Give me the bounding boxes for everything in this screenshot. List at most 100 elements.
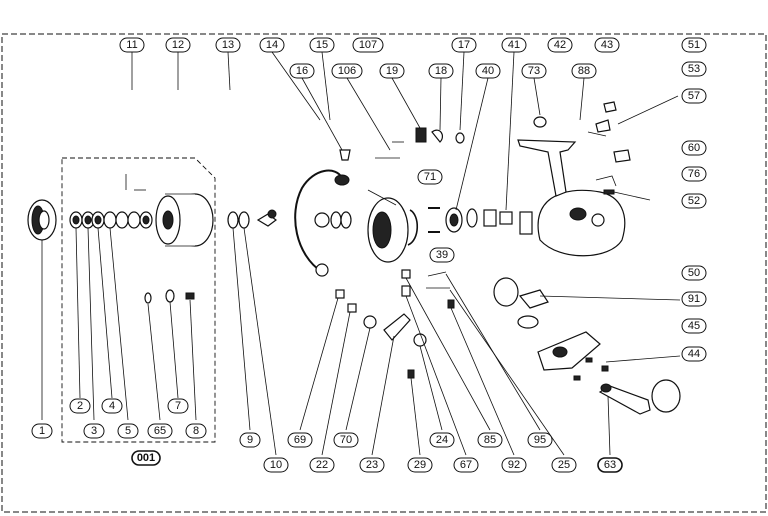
part-label[interactable]: 29	[407, 457, 433, 473]
part-label[interactable]: 3	[83, 423, 105, 439]
small-screws-part	[144, 289, 195, 304]
part-label[interactable]: 92	[501, 457, 527, 473]
part-label[interactable]: 2	[69, 398, 91, 414]
part-label[interactable]: 88	[571, 63, 597, 79]
svg-text:4: 4	[109, 400, 115, 412]
shaft-parts	[256, 209, 277, 227]
svg-text:44: 44	[688, 348, 700, 360]
part-label[interactable]: 69	[287, 432, 313, 448]
svg-text:1: 1	[39, 425, 45, 437]
part-label[interactable]: 39	[429, 247, 455, 263]
part-label[interactable]: 14	[259, 37, 285, 53]
part-label[interactable]: 45	[681, 318, 707, 334]
svg-text:51: 51	[688, 39, 700, 51]
svg-text:9: 9	[247, 434, 253, 446]
part-label[interactable]: 22	[309, 457, 335, 473]
part-label[interactable]: 76	[681, 166, 707, 182]
part-label[interactable]: 43	[594, 37, 620, 53]
gear-parts	[493, 277, 549, 329]
svg-text:5: 5	[125, 425, 131, 437]
svg-text:29: 29	[414, 459, 426, 471]
part-label[interactable]: 51	[681, 37, 707, 53]
part-label[interactable]: 63	[597, 457, 623, 473]
part-label[interactable]: 11	[119, 37, 145, 53]
part-label[interactable]: 13	[215, 37, 241, 53]
part-label[interactable]: 67	[453, 457, 479, 473]
svg-text:41: 41	[508, 39, 520, 51]
part-label[interactable]: 60	[681, 140, 707, 156]
part-label[interactable]: 1	[31, 423, 53, 439]
group-label[interactable]: 001	[131, 450, 161, 466]
part-label[interactable]: 70	[333, 432, 359, 448]
part-label[interactable]: 71	[417, 169, 443, 185]
svg-text:15: 15	[316, 39, 328, 51]
svg-text:18: 18	[435, 65, 447, 77]
part-label[interactable]: 42	[547, 37, 573, 53]
part-label[interactable]: 19	[379, 63, 405, 79]
part-label[interactable]: 7	[167, 398, 189, 414]
part-label[interactable]: 23	[359, 457, 385, 473]
part-label[interactable]: 41	[501, 37, 527, 53]
svg-text:95: 95	[534, 434, 546, 446]
handle-part	[598, 379, 681, 415]
drag-knob-part	[27, 199, 57, 241]
svg-text:10: 10	[270, 459, 282, 471]
washer-part	[227, 211, 239, 229]
svg-text:23: 23	[366, 459, 378, 471]
svg-text:85: 85	[484, 434, 496, 446]
part-label[interactable]: 50	[681, 265, 707, 281]
right-small-parts	[533, 101, 631, 195]
part-label[interactable]: 85	[477, 432, 503, 448]
svg-text:3: 3	[91, 425, 97, 437]
svg-text:40: 40	[482, 65, 494, 77]
part-label[interactable]: 16	[289, 63, 315, 79]
part-label[interactable]: 73	[521, 63, 547, 79]
side-cover-hole	[552, 346, 568, 358]
part-label[interactable]: 25	[551, 457, 577, 473]
part-label[interactable]: 107	[352, 37, 384, 53]
svg-text:8: 8	[193, 425, 199, 437]
leader-lines	[41, 51, 681, 456]
svg-text:43: 43	[601, 39, 613, 51]
svg-text:63: 63	[604, 459, 616, 471]
part-label[interactable]: 17	[451, 37, 477, 53]
svg-text:52: 52	[688, 195, 700, 207]
part-label[interactable]: 57	[681, 88, 707, 104]
svg-text:71: 71	[424, 171, 436, 183]
part-label[interactable]: 44	[681, 346, 707, 362]
part-label[interactable]: 9	[239, 432, 261, 448]
group-001-box	[61, 157, 216, 443]
svg-text:2: 2	[77, 400, 83, 412]
spool-part	[155, 193, 214, 247]
part-label[interactable]: 8	[185, 423, 207, 439]
part-label[interactable]: 12	[165, 37, 191, 53]
bail-wire-part	[294, 169, 350, 277]
part-label[interactable]: 40	[475, 63, 501, 79]
part-label[interactable]: 5	[117, 423, 139, 439]
part-label[interactable]: 53	[681, 61, 707, 77]
svg-text:001: 001	[137, 452, 155, 464]
part-drawings	[27, 101, 681, 415]
svg-text:106: 106	[338, 65, 356, 77]
part-label[interactable]: 95	[527, 432, 553, 448]
part-label[interactable]: 18	[428, 63, 454, 79]
svg-text:7: 7	[175, 400, 181, 412]
part-label[interactable]: 52	[681, 193, 707, 209]
svg-text:50: 50	[688, 267, 700, 279]
svg-text:65: 65	[154, 425, 166, 437]
svg-text:42: 42	[554, 39, 566, 51]
side-cover-part	[537, 331, 601, 371]
part-label[interactable]: 15	[309, 37, 335, 53]
part-labels: 11 12 13 14 15 107 17 41 42 43 51 16 106…	[31, 37, 707, 473]
part-label[interactable]: 4	[101, 398, 123, 414]
part-label[interactable]: 91	[681, 291, 707, 307]
svg-text:76: 76	[688, 168, 700, 180]
svg-text:107: 107	[359, 39, 377, 51]
part-label[interactable]: 65	[147, 423, 173, 439]
svg-text:57: 57	[688, 90, 700, 102]
part-label[interactable]: 106	[331, 63, 363, 79]
part-label[interactable]: 24	[429, 432, 455, 448]
svg-text:67: 67	[460, 459, 472, 471]
part-label[interactable]: 10	[263, 457, 289, 473]
